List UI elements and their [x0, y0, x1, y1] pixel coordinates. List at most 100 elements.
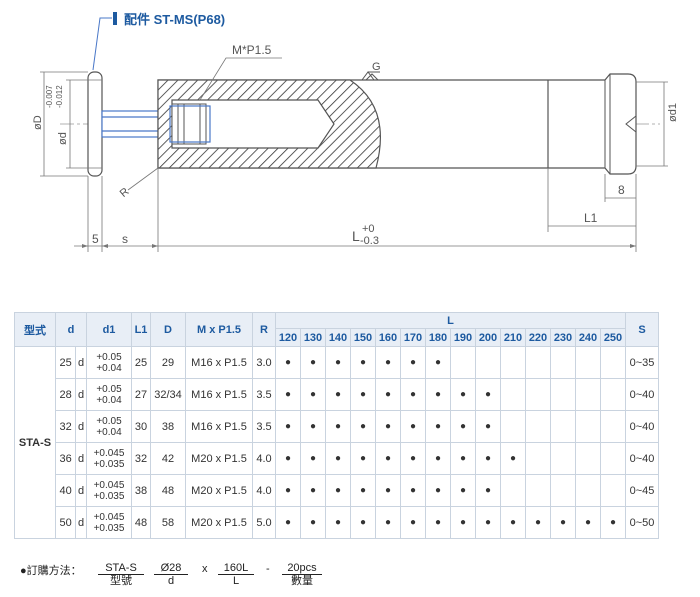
L-tol-lower: -0.3 [360, 235, 379, 247]
tol-lower: +0.04 [96, 426, 122, 438]
length-header-250: 250 [600, 328, 626, 347]
cell-availability: ● [300, 442, 326, 475]
cell-d: 28 [54, 378, 77, 411]
cell-availability: ● [350, 346, 376, 379]
cell-R: 4.0 [252, 442, 276, 475]
order-qty-caption: 數量 [291, 575, 313, 587]
cell-availability [600, 474, 626, 507]
cell-availability: ● [350, 506, 376, 539]
cell-availability [600, 346, 626, 379]
cell-availability: ● [425, 442, 451, 475]
finish-symbol: G [361, 61, 381, 81]
order-L-value: 160L [218, 562, 254, 575]
cell-d1-tolerance: +0.05+0.04 [86, 410, 132, 443]
cell-M: M20 x P1.5 [185, 474, 253, 507]
cell-availability: ● [325, 346, 351, 379]
thread-leader [199, 57, 282, 101]
cell-availability [500, 410, 526, 443]
cell-availability: ● [325, 378, 351, 411]
cell-availability: ● [400, 378, 426, 411]
order-d-caption: d [167, 575, 175, 587]
cell-availability [500, 474, 526, 507]
cell-S: 0~35 [625, 346, 659, 379]
header-d: d [55, 312, 87, 347]
L-tol-upper: +0 [362, 223, 375, 235]
finish-label: G [372, 61, 381, 73]
length-header-200: 200 [475, 328, 501, 347]
cell-availability [500, 346, 526, 379]
cell-d-symbol: d [75, 378, 87, 411]
cell-availability: ● [400, 474, 426, 507]
cell-availability: ● [375, 378, 401, 411]
cell-M: M16 x P1.5 [185, 378, 253, 411]
cell-d-symbol: d [75, 442, 87, 475]
cell-availability: ● [375, 474, 401, 507]
dia-D-label: øD [32, 115, 44, 130]
dim-D [40, 71, 88, 177]
cell-D: 29 [150, 346, 186, 379]
cell-availability: ● [325, 442, 351, 475]
tol-lower: +0.035 [93, 490, 125, 502]
cell-availability: ● [275, 410, 301, 443]
length-header-150: 150 [350, 328, 376, 347]
cell-R: 3.5 [252, 410, 276, 443]
cell-L1: 32 [131, 442, 151, 475]
cell-availability: ● [425, 506, 451, 539]
cell-D: 58 [150, 506, 186, 539]
cell-availability: ● [475, 474, 501, 507]
cell-d-symbol: d [75, 474, 87, 507]
cell-availability: ● [550, 506, 576, 539]
cell-availability [475, 346, 501, 379]
dia-d1-label: ød1 [667, 103, 679, 122]
cell-availability: ● [400, 506, 426, 539]
cell-availability: ● [450, 442, 476, 475]
cell-L1: 25 [131, 346, 151, 379]
cell-availability: ● [500, 506, 526, 539]
order-L: 160L L [218, 562, 254, 588]
cell-R: 4.0 [252, 474, 276, 507]
order-model-value: STA-S [98, 562, 144, 575]
dim-L1-label: L1 [584, 211, 598, 225]
cell-availability: ● [400, 442, 426, 475]
order-sep-dash: - [266, 563, 270, 575]
cell-availability: ● [600, 506, 626, 539]
cell-M: M16 x P1.5 [185, 410, 253, 443]
cell-availability: ● [275, 474, 301, 507]
cell-availability: ● [325, 474, 351, 507]
cell-availability: ● [300, 474, 326, 507]
cell-availability [525, 378, 551, 411]
tol-lower: +0.04 [96, 394, 122, 406]
length-header-120: 120 [275, 328, 301, 347]
header-S: S [625, 312, 659, 347]
length-header-240: 240 [575, 328, 601, 347]
cell-availability: ● [425, 346, 451, 379]
cell-availability: ● [425, 474, 451, 507]
cell-availability: ● [275, 506, 301, 539]
cell-availability: ● [300, 378, 326, 411]
cell-availability [525, 346, 551, 379]
cell-R: 5.0 [252, 506, 276, 539]
cell-availability [550, 474, 576, 507]
cell-availability: ● [350, 474, 376, 507]
cell-availability: ● [300, 506, 326, 539]
cell-d-symbol: d [75, 506, 87, 539]
tol-lower: +0.035 [93, 458, 125, 470]
cell-availability: ● [425, 410, 451, 443]
cell-availability: ● [325, 506, 351, 539]
cell-d: 32 [54, 410, 77, 443]
tol-upper: +0.045 [93, 447, 125, 459]
order-qty-value: 20pcs [282, 562, 322, 575]
dim-d [66, 79, 102, 169]
cell-availability [575, 346, 601, 379]
cell-D: 48 [150, 474, 186, 507]
cell-d: 50 [54, 506, 77, 539]
length-header-210: 210 [500, 328, 526, 347]
accessory-callout: 配件 ST-MS(P68) [113, 9, 225, 28]
header-M: M x P1.5 [185, 312, 253, 347]
tol-upper: +0.05 [96, 351, 122, 363]
